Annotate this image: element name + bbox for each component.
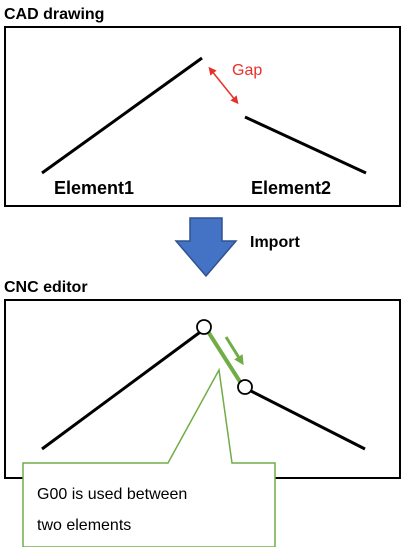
cad-element1-line — [41, 56, 203, 175]
element2-label: Element2 — [251, 178, 332, 198]
cad-drawing-title: CAD drawing — [4, 6, 105, 23]
gap-label: Gap — [232, 62, 263, 79]
cnc-element1-line — [41, 328, 204, 451]
cad-element2-line — [244, 115, 367, 175]
start-point-marker — [196, 319, 212, 335]
cnc-editor-title: CNC editor — [4, 279, 88, 296]
cad-drawing-panel — [4, 26, 401, 207]
down-arrow-icon — [174, 217, 238, 278]
cnc-element2-line — [246, 387, 366, 451]
callout-line-2: two elements — [37, 517, 132, 534]
end-point-marker — [237, 379, 253, 395]
g00-link-line — [205, 328, 246, 390]
callout-line-1: G00 is used between — [37, 486, 188, 503]
import-label: Import — [250, 234, 300, 251]
element1-label: Element1 — [54, 178, 135, 198]
gap-arrow — [208, 66, 239, 105]
g00-callout-box — [22, 367, 276, 547]
g00-direction-arrow — [224, 336, 244, 366]
